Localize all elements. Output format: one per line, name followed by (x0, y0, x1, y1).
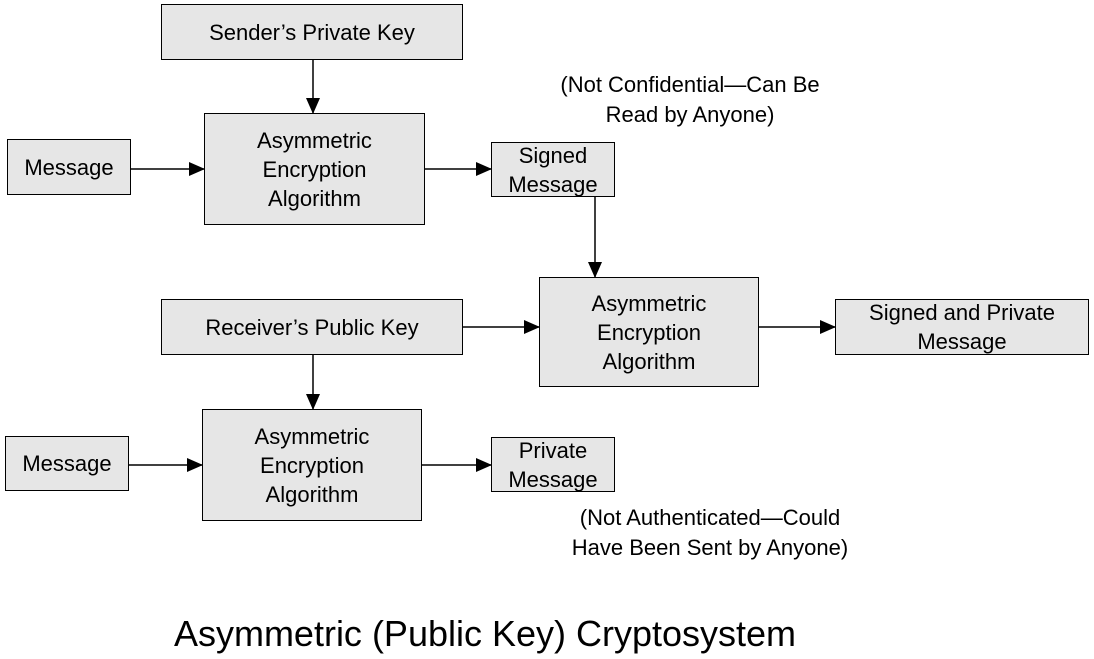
signed-message-line-2: Message (508, 171, 598, 197)
not-confidential-line-2: Read by Anyone) (605, 102, 775, 127)
message-top-box: Message (7, 139, 131, 195)
signed-private-message-box: Signed and Private Message (835, 299, 1089, 355)
not-confidential-line-1: (Not Confidential—Can Be (560, 72, 820, 97)
signed-message-line-1: Signed (518, 142, 588, 168)
private-message-line-1: Private (518, 437, 588, 463)
receivers-public-key-label: Receiver’s Public Key (205, 314, 419, 340)
algorithm-top-box: Asymmetric Encryption Algorithm (204, 113, 425, 225)
algorithm-top-line-1: Asymmetric (257, 127, 372, 153)
message-bottom-box: Message (5, 436, 129, 491)
algorithm-middle-line-1: Asymmetric (591, 290, 707, 316)
algorithm-middle-line-2: Encryption (597, 319, 701, 345)
message-top-label: Message (24, 154, 114, 180)
algorithm-bottom-line-1: Asymmetric (254, 423, 370, 449)
algorithm-middle-box: Asymmetric Encryption Algorithm (539, 277, 759, 387)
receivers-public-key-box: Receiver’s Public Key (161, 299, 463, 355)
signed-private-message-line-2: Message (917, 329, 1007, 354)
signed-private-message-line-1: Signed and Private (869, 300, 1055, 325)
diagram-title: Asymmetric (Public Key) Cryptosystem (173, 613, 797, 654)
message-bottom-label: Message (22, 451, 112, 476)
private-message-line-2: Message (508, 466, 598, 492)
algorithm-top-line-2: Encryption (262, 156, 367, 182)
senders-private-key-label: Sender’s Private Key (209, 19, 415, 45)
senders-private-key-box: Sender’s Private Key (161, 4, 463, 60)
signed-message-box: Signed Message (491, 142, 615, 197)
private-message-box: Private Message (491, 437, 615, 492)
algorithm-middle-line-3: Algorithm (602, 348, 696, 374)
not-authenticated-line-1: (Not Authenticated—Could (579, 505, 841, 530)
algorithm-bottom-line-2: Encryption (260, 452, 364, 478)
not-confidential-note: (Not Confidential—Can Be Read by Anyone) (520, 70, 860, 130)
algorithm-bottom-line-3: Algorithm (265, 481, 359, 507)
algorithm-top-line-3: Algorithm (268, 185, 361, 211)
not-authenticated-note: (Not Authenticated—Could Have Been Sent … (530, 503, 890, 563)
not-authenticated-line-2: Have Been Sent by Anyone) (571, 535, 849, 560)
algorithm-bottom-box: Asymmetric Encryption Algorithm (202, 409, 422, 521)
